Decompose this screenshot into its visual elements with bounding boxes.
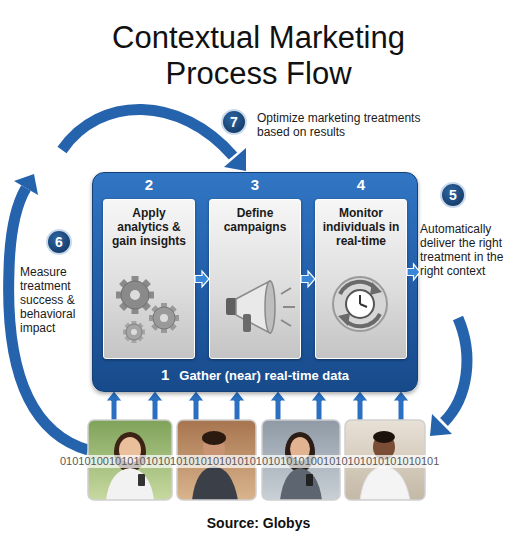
gear-tooth xyxy=(124,322,143,341)
flow-arrow xyxy=(195,271,209,287)
process-box: 3Define campaigns xyxy=(209,199,301,359)
gear-body xyxy=(153,307,175,329)
refresh-head xyxy=(338,313,350,326)
callout-number: 7 xyxy=(230,114,238,130)
gear-icon xyxy=(149,303,179,333)
loop-arc xyxy=(62,109,233,156)
body xyxy=(280,468,322,500)
step-number: 4 xyxy=(316,176,406,194)
gear-hole xyxy=(131,329,137,335)
binary-data: 0101010010101010101010101010101010101010… xyxy=(58,455,441,468)
step-description: Automatically deliver the right treatmen… xyxy=(420,222,514,278)
step-number: 2 xyxy=(104,176,194,194)
gear-tooth xyxy=(119,279,151,311)
clock-hands xyxy=(360,295,367,307)
gear-tooth xyxy=(151,305,176,330)
process-box: 2Apply analytics & gain insights xyxy=(103,199,195,359)
source-caption: Source: Globys xyxy=(0,514,517,532)
phone xyxy=(138,474,145,486)
step-number: 3 xyxy=(210,176,300,194)
megaphone-icon xyxy=(226,281,295,333)
arrow-head xyxy=(14,174,38,195)
flow-arrow xyxy=(301,271,315,287)
hair xyxy=(202,431,226,445)
clock-face xyxy=(346,290,374,318)
step-description: Measure treatment success & behavioral i… xyxy=(20,265,104,335)
body xyxy=(106,468,154,500)
clock-icon xyxy=(333,277,387,331)
gear-hole xyxy=(160,314,168,322)
callout-number: 5 xyxy=(449,187,457,203)
step-callout: 5Automatically deliver the right treatme… xyxy=(420,182,514,278)
gear-body xyxy=(121,281,149,309)
gear-icon xyxy=(116,276,154,314)
diagram-title: Contextual Marketing Process Flow xyxy=(93,20,424,92)
callout-circle: 5 xyxy=(440,182,466,208)
sound-lines xyxy=(281,288,295,326)
gear-tooth xyxy=(124,322,143,341)
body xyxy=(192,466,238,500)
body xyxy=(360,466,410,500)
megaphone-handle xyxy=(243,314,251,332)
arrow-head xyxy=(224,148,246,171)
flow-arrow xyxy=(407,264,420,280)
step-heading: Monitor individuals in real-time xyxy=(316,206,406,248)
gear-tooth xyxy=(151,305,176,330)
arrow-head xyxy=(430,414,452,436)
gear-body xyxy=(126,324,142,340)
gear-tooth xyxy=(119,279,151,311)
callout-circle: 7 xyxy=(221,109,247,135)
loop-arc xyxy=(444,318,467,422)
hair xyxy=(373,431,395,443)
callout-circle: 6 xyxy=(46,229,72,255)
step-heading: Gather (near) real-time data xyxy=(179,368,349,384)
step-callout: 6Measure treatment success & behavioral … xyxy=(20,229,104,335)
phone xyxy=(306,474,313,486)
step-description: Optimize marketing treatments based on r… xyxy=(257,111,427,139)
step-callout: 7 Optimize marketing treatments based on … xyxy=(221,109,427,139)
step-heading: Define campaigns xyxy=(210,206,300,234)
clock-ring xyxy=(333,277,387,331)
step-heading: Apply analytics & gain insights xyxy=(104,206,194,248)
gear-icon xyxy=(123,321,145,343)
callout-number: 6 xyxy=(55,234,63,250)
gear-hole xyxy=(130,290,140,300)
megaphone-mouth xyxy=(265,281,275,333)
refresh-head xyxy=(370,282,382,295)
step-number: 1 xyxy=(161,366,169,384)
